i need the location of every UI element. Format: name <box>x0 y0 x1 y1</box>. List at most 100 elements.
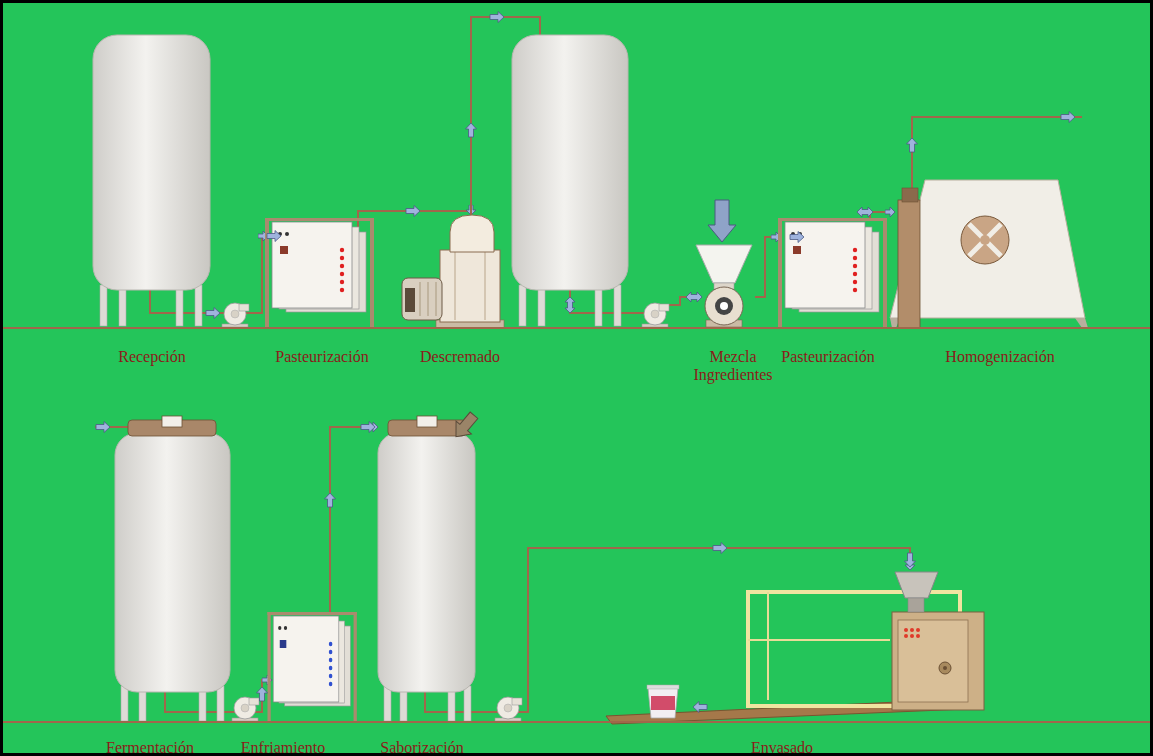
tank-leg <box>464 686 471 721</box>
exchanger-body <box>265 218 374 328</box>
equipment-node: Homogenización <box>895 180 1085 328</box>
control-square <box>793 246 801 254</box>
pump-symbol <box>232 697 259 721</box>
flow-arrow <box>907 138 918 152</box>
exchanger-body <box>778 218 887 328</box>
equipment-node: Fermentación <box>115 420 230 722</box>
tank-body <box>115 433 230 692</box>
flow-arrow <box>790 232 804 243</box>
mixer-hub <box>720 302 728 310</box>
packaging-machine <box>606 572 984 724</box>
flow-arrow <box>857 207 873 217</box>
equipment-node: Pasteurización <box>781 218 887 328</box>
tank-leg <box>595 285 602 326</box>
filler-knob <box>939 662 951 674</box>
equipment-node: Pasteurización <box>268 218 374 328</box>
tank-port <box>417 416 437 427</box>
indicator-dots <box>853 248 857 292</box>
cup-body <box>648 688 678 718</box>
pump-symbol <box>222 303 249 327</box>
cream-separator <box>402 215 504 328</box>
flow-arrow <box>206 308 220 319</box>
equipment-node: Envasado <box>745 570 985 720</box>
flow-arrow <box>96 422 110 433</box>
equipment-label: Recepción <box>77 348 227 366</box>
tank-leg <box>217 686 224 721</box>
equipment-node: Enfriamiento <box>272 613 356 722</box>
pipe <box>570 290 648 313</box>
equipment-node: Saborización <box>378 420 475 722</box>
frame-bars <box>748 592 890 700</box>
tank-body <box>93 35 210 290</box>
indicator-dots <box>329 642 333 686</box>
filler-knob-center <box>943 666 947 670</box>
separator-lines <box>455 252 485 320</box>
flow-arrow <box>686 292 702 302</box>
exchanger-body <box>267 612 356 722</box>
mixer-rotor <box>715 297 733 315</box>
ingredient-mixer <box>696 200 752 327</box>
flow-arrow <box>1061 112 1075 123</box>
homogenizer-fan <box>961 216 1009 264</box>
equipment-label: Enfriamiento <box>228 739 338 756</box>
equipment-label: Saborización <box>367 739 477 756</box>
equipment-label: Mezcla Ingredientes <box>683 348 783 384</box>
flavour-input-arrow <box>448 409 481 443</box>
filler-block <box>892 612 984 710</box>
flow-arrow <box>565 297 575 313</box>
control-square <box>280 246 288 254</box>
tank-leg <box>176 285 183 326</box>
tank-leg <box>195 285 202 326</box>
plate-heat-exchanger <box>778 218 887 328</box>
floor-line <box>3 721 1150 723</box>
homogenizer-foot <box>1075 318 1088 328</box>
homogenizer-head <box>902 188 918 202</box>
flow-arrow <box>490 12 504 23</box>
flow-arrow <box>267 231 281 242</box>
storage-tank <box>93 35 210 326</box>
equipment-label: Homogenización <box>925 348 1075 366</box>
plate-heat-exchanger <box>265 218 374 328</box>
flow-arrow <box>466 123 477 137</box>
flow-arrow <box>713 543 727 554</box>
fermentation-tank <box>115 416 230 721</box>
cup-print <box>651 696 675 710</box>
separator-body <box>440 250 500 322</box>
equipment-node: Descremado <box>402 215 500 328</box>
motor-band <box>405 288 415 312</box>
tank-port <box>162 416 182 427</box>
pipe-connector <box>330 427 378 613</box>
tank-leg <box>384 686 391 721</box>
equipment-label: Pasteurización <box>753 348 903 366</box>
flow-arrow <box>905 553 916 567</box>
equipment-node: Recepción <box>93 35 210 328</box>
homogenizer <box>890 180 1088 328</box>
flavouring-tank <box>378 416 475 721</box>
separator-dome <box>450 215 494 252</box>
hopper-neck <box>908 598 924 612</box>
pump-symbol <box>495 697 522 721</box>
yogurt-cup <box>647 685 679 718</box>
tank-leg <box>100 285 107 326</box>
flow-arrow <box>325 493 336 507</box>
tank-leg <box>121 686 128 721</box>
cup-lid <box>647 685 679 689</box>
pipe-connector <box>870 212 895 218</box>
storage-tank <box>512 35 628 326</box>
cooling-exchanger <box>267 612 356 722</box>
flow-arrow <box>257 687 268 701</box>
tank-leg <box>119 285 126 326</box>
ingredient-input-arrow <box>708 200 736 242</box>
homogenizer-column <box>898 200 920 328</box>
tank-leg <box>614 285 621 326</box>
equipment-node: Mezcla Ingredientes <box>695 245 755 328</box>
floor-line <box>3 327 1150 329</box>
equipment-label: Descremado <box>385 348 535 366</box>
equipment-label: Pasteurización <box>247 348 397 366</box>
equipment-label: Fermentación <box>85 739 215 756</box>
pipe-lines <box>95 17 1082 712</box>
tank-body <box>378 433 475 692</box>
